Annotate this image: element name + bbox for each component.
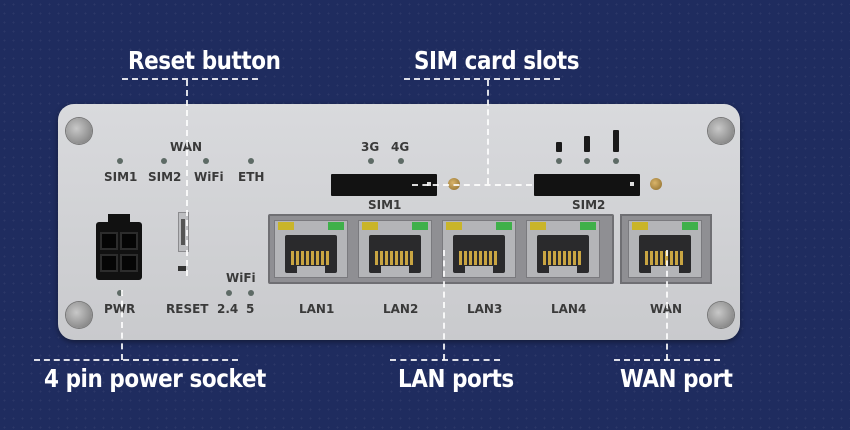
screw-icon [708,302,734,328]
led-signal-3 [613,158,619,164]
leader-wan [666,250,668,360]
screw-icon [66,302,92,328]
callout-overline-wan [614,359,720,361]
led-pwr [117,290,123,296]
lan1-port[interactable] [274,220,348,278]
callout-underline-reset [122,78,258,80]
label-wifi: WiFi [194,170,224,184]
screw-icon [708,118,734,144]
lan3-port[interactable] [442,220,516,278]
screw-icon [66,118,92,144]
label-lan1: LAN1 [299,302,335,316]
callout-lan-ports: LAN ports [398,364,514,393]
label-3g: 3G [361,140,380,154]
led-eth [248,158,254,164]
signal-strength-icon [613,130,619,152]
leader-power [121,290,123,360]
sim2-eject-icon[interactable] [650,178,662,190]
label-eth: ETH [238,170,265,184]
label-wifi-24: 2.4 [217,302,239,316]
callout-reset-button: Reset button [128,46,281,75]
router-front-panel: WAN SIM1 SIM2 WiFi ETH 3G 4G SIM1 SIM2 P… [58,104,740,340]
label-wifi-header: WiFi [226,271,256,285]
sim2-slot[interactable] [534,174,640,196]
label-sim1: SIM1 [104,170,138,184]
leader-sim-horizontal [412,184,532,186]
callout-sim-card-slots: SIM card slots [414,46,580,75]
label-lan2: LAN2 [383,302,419,316]
label-4g: 4G [391,140,410,154]
label-pwr: PWR [104,302,136,316]
callout-overline-power [34,359,238,361]
lan2-port[interactable] [358,220,432,278]
label-lan3: LAN3 [467,302,503,316]
signal-strength-icon [556,142,562,152]
led-sim2 [161,158,167,164]
led-wifi [203,158,209,164]
signal-strength-icon [584,136,590,152]
led-4g [398,158,404,164]
callout-power-socket: 4 pin power socket [44,364,266,393]
label-lan4: LAN4 [551,302,587,316]
label-wifi-5: 5 [246,302,255,316]
led-sim1 [117,158,123,164]
label-reset: RESET [166,302,209,316]
leader-lan [443,250,445,360]
power-socket-icon[interactable] [96,214,142,280]
led-3g [368,158,374,164]
reset-pinhole[interactable] [178,266,186,271]
led-wifi-24 [226,290,232,296]
label-sim2-slot: SIM2 [572,198,606,212]
lan-port-block [268,214,614,284]
lan4-port[interactable] [526,220,600,278]
wan-port[interactable] [628,220,702,278]
led-signal-2 [584,158,590,164]
callout-wan-port: WAN port [620,364,733,393]
callout-overline-lan [390,359,500,361]
led-signal-1 [556,158,562,164]
label-sim1-slot: SIM1 [368,198,402,212]
reset-button[interactable] [178,212,189,252]
label-sim2: SIM2 [148,170,182,184]
callout-underline-sim [404,78,560,80]
leader-sim [487,80,489,184]
leader-reset [186,80,188,276]
led-wifi-5 [248,290,254,296]
